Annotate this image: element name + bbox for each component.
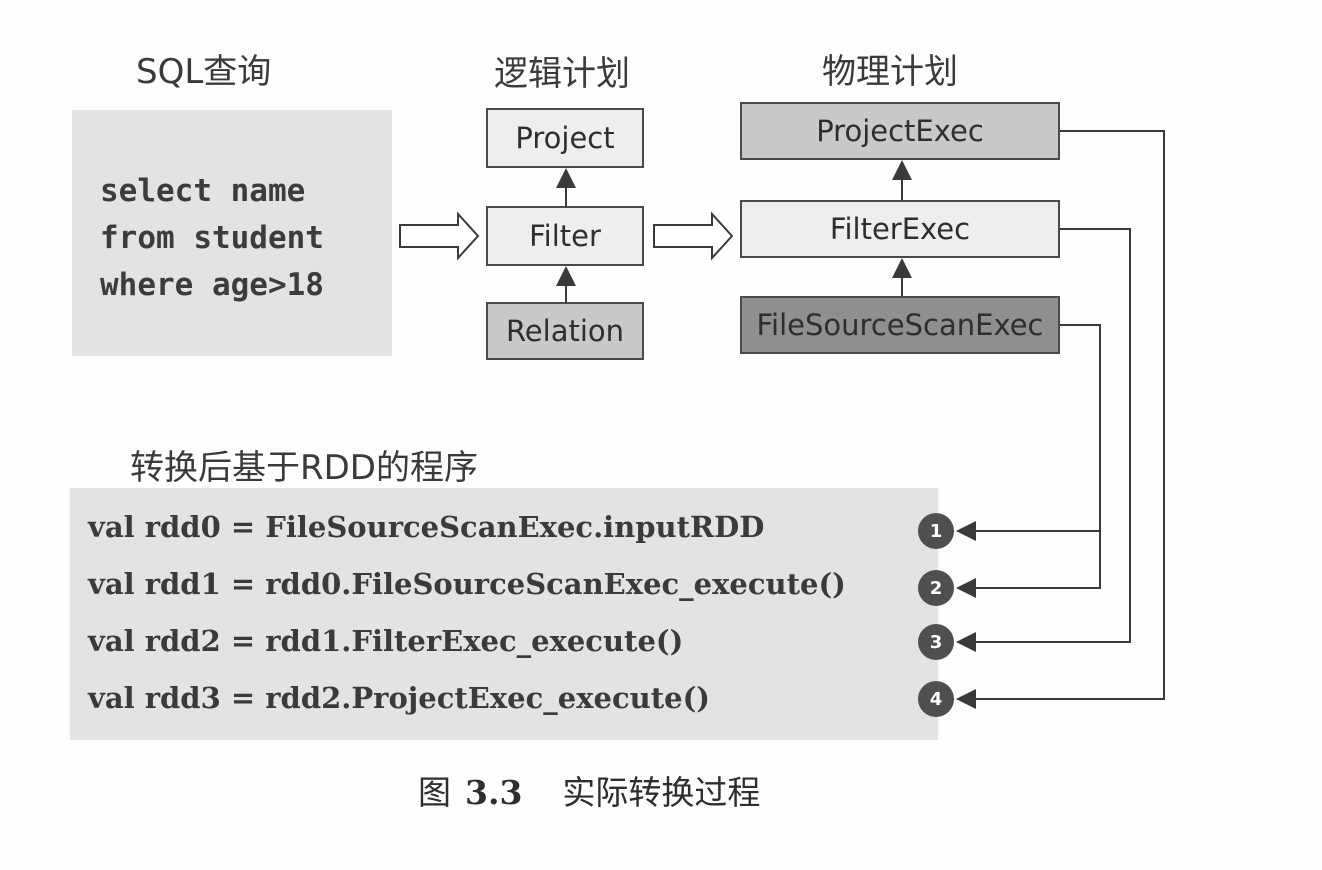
physical-plan-heading: 物理计划 [822, 52, 958, 92]
physical-node-file-source-scan-exec: FileSourceScanExec [740, 296, 1060, 354]
route-project-exec-to-step4 [966, 130, 1165, 700]
arrowhead [556, 168, 576, 188]
rdd-line-1: val rdd1 = rdd0.FileSourceScanExec_execu… [88, 567, 846, 601]
hollow-arrow-sql-to-logical [399, 211, 480, 261]
sql-query-box: select name from student where age>18 [72, 110, 392, 356]
logical-node-filter: Filter [486, 206, 644, 266]
step-badge-4: 4 [918, 681, 954, 717]
physical-node-filter-exec: FilterExec [740, 200, 1060, 258]
rdd-line-2: val rdd2 = rdd1.FilterExec_execute() [88, 624, 684, 658]
rdd-program-heading: 转换后基于RDD的程序 [130, 448, 478, 488]
sql-line: where age>18 [100, 267, 324, 303]
arrowhead [956, 578, 976, 598]
figure-caption: 图 3.3 实际转换过程 [418, 766, 760, 814]
arrowhead [956, 632, 976, 652]
logical-node-relation: Relation [486, 302, 644, 360]
physical-node-project-exec: ProjectExec [740, 102, 1060, 160]
rdd-line-3: val rdd3 = rdd2.ProjectExec_execute() [88, 681, 711, 715]
sql-line: from student [100, 220, 324, 256]
caption-number: 3.3 [465, 773, 523, 812]
rdd-program-box: val rdd0 = FileSourceScanExec.inputRDD v… [70, 488, 938, 740]
hollow-arrow-logical-to-physical [653, 211, 734, 261]
arrowhead [956, 521, 976, 541]
caption-title: 实际转换过程 [562, 773, 761, 812]
step-badge-2: 2 [918, 570, 954, 606]
logical-plan-heading: 逻辑计划 [494, 54, 630, 94]
arrowhead [956, 689, 976, 709]
logical-node-project: Project [486, 108, 644, 168]
caption-prefix: 图 [418, 773, 451, 812]
arrowhead [892, 258, 912, 278]
sql-query-text: select name from student where age>18 [100, 168, 324, 309]
route-scan-exec-to-step1-2 [966, 324, 1101, 589]
route-filter-exec-to-step3 [966, 228, 1131, 643]
arrowhead [892, 160, 912, 180]
sql-query-heading: SQL查询 [136, 52, 272, 92]
arrowhead [556, 266, 576, 286]
step-badge-1: 1 [918, 513, 954, 549]
sql-line: select name [100, 173, 306, 209]
rdd-line-0: val rdd0 = FileSourceScanExec.inputRDD [88, 510, 765, 544]
step-badge-3: 3 [918, 624, 954, 660]
